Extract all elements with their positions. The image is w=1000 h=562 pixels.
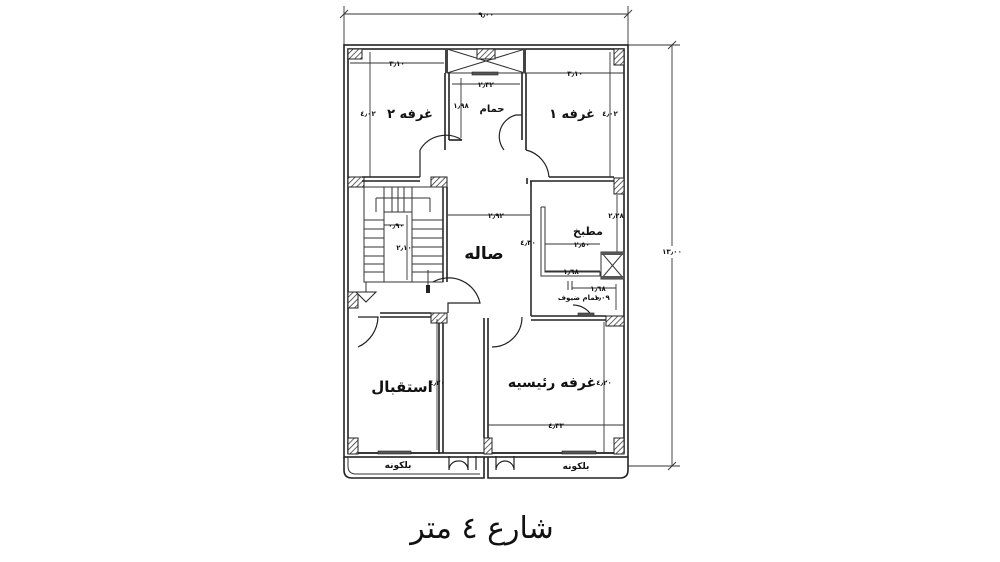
balcony-right-label: بلكونه [563, 462, 590, 472]
reception-depth: ٤٫٢٠ [429, 379, 444, 387]
overall-depth-dimension: ١٣٫٠٠ [628, 40, 682, 471]
overall-width-label: ٩٫٠٠ [478, 11, 493, 19]
balconies [343, 457, 629, 479]
master-depth: ٤٫٢٠ [596, 379, 611, 387]
wc-width: ١٫٦٨ [590, 285, 606, 293]
overall-width-dimension: ٩٫٠٠ [339, 6, 633, 48]
bedroom1-depth: ٤٫٠٢ [602, 110, 618, 118]
balcony-left-label: بلكونه [385, 461, 412, 471]
room-dimensions: ٣٫١٠ ٤٫٠٢ ٢٫٣٢ ١٫٩٨ ٣٫١٠ ٤٫٠٢ ٢٫٩٢ ٤٫٣٠ … [350, 52, 624, 452]
kitchen-counter: ١٫٦٨ [563, 268, 579, 276]
hall-depth: ٤٫٣٠ [520, 239, 535, 247]
master-width: ٤٫٣٣ [548, 422, 564, 430]
stair-gap-label: ٠٫٩٠ [388, 222, 403, 230]
bedroom1-width: ٣٫١٠ [567, 70, 582, 78]
doors [357, 114, 597, 471]
bathroom-label: حمام [480, 104, 505, 115]
bedroom2-width: ٣٫١٠ [389, 60, 404, 68]
hall-label: صاله [464, 244, 504, 264]
wc-depth: ١٫٠٩ [594, 294, 610, 302]
reception-label: استقبال [371, 378, 433, 396]
staircase: ٠٫٩٠ ٢٫١٠ [354, 186, 444, 303]
bathroom-width: ٢٫٣٢ [478, 81, 494, 89]
bathroom-depth: ١٫٩٨ [453, 102, 469, 110]
bedroom1-label: غرفه ١ [549, 107, 595, 122]
stair-run-label: ٢٫١٠ [396, 244, 411, 252]
wc-label: حمام ضيوف [558, 294, 600, 302]
overall-depth-label: ١٣٫٠٠ [662, 248, 682, 256]
bedroom2-depth: ٤٫٠٢ [360, 110, 376, 118]
kitchen-label: مطبخ [573, 225, 603, 238]
kitchen-depth: ٢٫٢٨ [608, 212, 624, 220]
master-bedroom-label: غرفه رئيسيه [508, 375, 596, 391]
bedroom2-label: غرفه ٢ [387, 107, 433, 122]
room-labels: غرفه ٢ حمام غرفه ١ صاله مطبخ استقبال غرف… [371, 104, 603, 472]
kitchen-width: ٢٫٥٠ [574, 241, 589, 249]
street-label: شارع ٤ متر [408, 511, 554, 546]
hall-width: ٢٫٩٢ [488, 212, 504, 220]
top-window-shaft [445, 48, 526, 76]
